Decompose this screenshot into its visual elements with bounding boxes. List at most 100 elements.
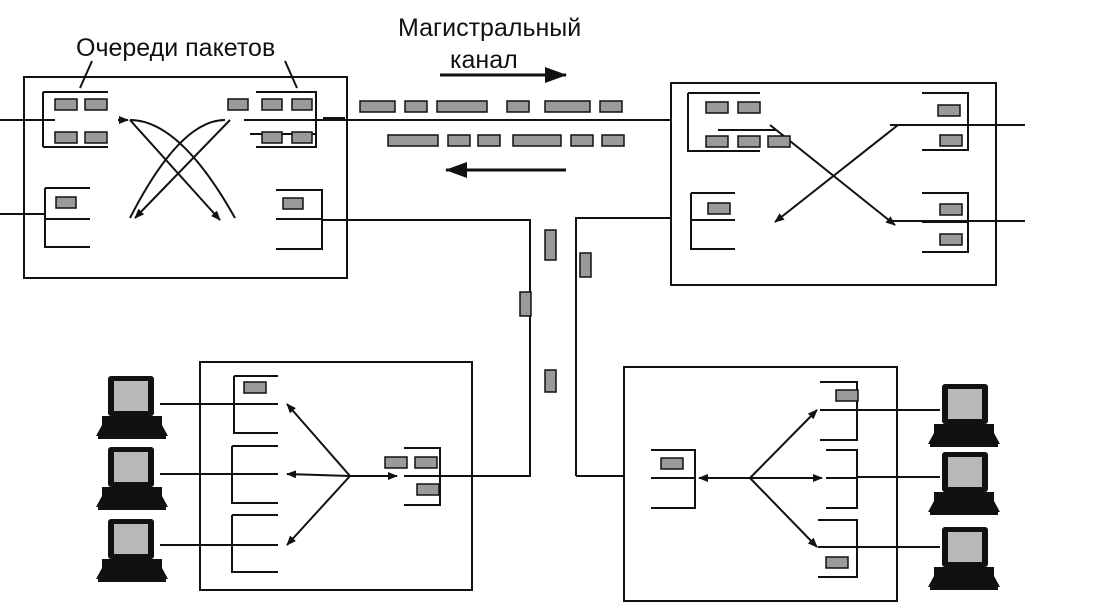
packet-icon — [519, 291, 532, 317]
packet-icon — [737, 135, 761, 148]
packet-queue — [690, 192, 735, 250]
keyboard — [928, 433, 1000, 444]
packet-icon — [544, 100, 591, 113]
pc-right-1 — [928, 384, 1000, 447]
packet-icon — [447, 134, 471, 147]
arrow-icon — [134, 119, 231, 219]
switch-bottom-right — [623, 366, 898, 602]
computer-base — [934, 424, 994, 433]
packet-queue — [231, 514, 278, 573]
pc-left-3 — [96, 519, 168, 582]
trunk-label-line2: канал — [450, 46, 518, 74]
packets — [54, 98, 963, 569]
keyboard — [96, 425, 168, 436]
packet-queue — [231, 445, 278, 504]
trunk-label-line1: Магистральный — [398, 14, 581, 42]
packet-icon — [436, 100, 488, 113]
computer-screen — [114, 381, 148, 411]
packet-queue — [826, 449, 858, 509]
computers — [96, 376, 1000, 590]
packet-icon — [243, 381, 267, 394]
packet-icon — [939, 203, 963, 216]
computer-screen — [948, 389, 982, 419]
packet-icon — [291, 98, 313, 111]
packet-queue — [922, 92, 969, 151]
keyboard-edge — [930, 511, 998, 515]
packet-icon — [477, 134, 501, 147]
packet-icon — [705, 135, 729, 148]
pc-right-3 — [928, 527, 1000, 590]
packet-queue — [256, 91, 317, 148]
arrow-icon — [129, 119, 226, 219]
packet-icon — [570, 134, 594, 147]
packet-icon — [359, 100, 396, 113]
queues-label-pointer-left — [79, 60, 93, 89]
packet-icon — [599, 100, 623, 113]
packet-icon — [544, 229, 557, 261]
packet-icon — [767, 135, 791, 148]
keyboard — [96, 496, 168, 507]
packet-icon — [737, 101, 761, 114]
packet-icon — [939, 233, 963, 246]
packet-icon — [825, 556, 849, 569]
packet-icon — [506, 100, 530, 113]
packet-icon — [544, 369, 557, 393]
packet-icon — [416, 483, 440, 496]
packet-queue — [276, 189, 323, 250]
link-line — [322, 219, 531, 477]
keyboard — [96, 568, 168, 579]
arrow-icon — [129, 119, 236, 219]
packet-icon — [835, 389, 859, 402]
packet-icon — [707, 202, 731, 215]
packet-queue — [818, 519, 858, 578]
packet-queues — [42, 91, 969, 578]
keyboard-edge — [98, 435, 166, 439]
packet-icon — [512, 134, 562, 147]
computer-base — [934, 492, 994, 501]
computer-base — [102, 416, 162, 425]
packet-icon — [54, 98, 78, 111]
packet-icon — [84, 98, 108, 111]
computer-screen — [114, 524, 148, 554]
computer-screen — [114, 452, 148, 482]
packet-icon — [937, 104, 961, 117]
keyboard-edge — [930, 586, 998, 590]
packet-icon — [579, 252, 592, 278]
keyboard-edge — [98, 578, 166, 582]
switch-top-right — [670, 82, 997, 286]
arrow-icon — [774, 124, 899, 223]
packet-queue — [687, 92, 760, 152]
keyboard-edge — [930, 443, 998, 447]
computer-base — [934, 567, 994, 576]
arrow-icon — [286, 475, 351, 546]
keyboard — [928, 501, 1000, 512]
arrow-icon — [749, 477, 818, 548]
packet-icon — [414, 456, 438, 469]
packet-icon — [291, 131, 313, 144]
computer-screen — [948, 457, 982, 487]
packet-icon — [601, 134, 625, 147]
arrow-icon — [129, 119, 221, 221]
packet-icon — [939, 134, 963, 147]
packet-queue — [922, 192, 969, 253]
arrow-icon — [749, 409, 818, 479]
packet-icon — [660, 457, 684, 470]
computer-screen — [948, 532, 982, 562]
packet-icon — [84, 131, 108, 144]
queues-label-pointer-right — [284, 60, 298, 89]
arrow-icon — [286, 403, 351, 477]
arrow-icon — [769, 124, 896, 226]
pc-left-2 — [96, 447, 168, 510]
packet-icon — [227, 98, 249, 111]
link-line — [575, 217, 671, 476]
packet-icon — [705, 101, 729, 114]
packet-icon — [282, 197, 304, 210]
packet-icon — [404, 100, 428, 113]
queues-label: Очереди пакетов — [76, 34, 275, 62]
packet-icon — [55, 196, 77, 209]
packet-queue — [404, 447, 441, 506]
packet-queue — [651, 449, 696, 509]
routing-arrows — [118, 116, 899, 548]
arrow-icon — [286, 470, 351, 479]
